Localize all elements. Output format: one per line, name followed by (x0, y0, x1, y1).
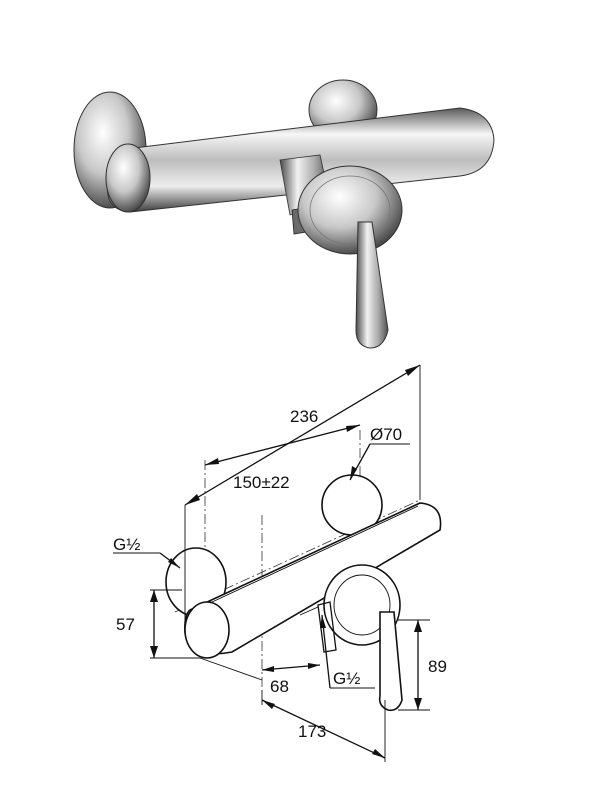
technical-drawing: 236 150±22 Ø70 G½ 57 68 G½ (113, 364, 447, 762)
lever-outline (378, 611, 403, 712)
dim-center-distance: 150±22 (233, 473, 290, 492)
dim-height-right: 89 (428, 657, 447, 676)
dim-overall-width: 236 (290, 407, 318, 426)
dim-diameter: Ø70 (370, 425, 402, 444)
dim-depth: 68 (270, 677, 289, 696)
mixer-photo (73, 79, 495, 349)
dim-thread-inlet: G½ (113, 535, 140, 554)
body-end-cap (105, 143, 151, 213)
dim-thread-outlet: G½ (333, 669, 360, 688)
dim-height-left: 57 (116, 615, 135, 634)
lever-hub (297, 165, 403, 255)
mixer-lever (355, 221, 389, 349)
dim-lower-width: 173 (298, 722, 326, 741)
